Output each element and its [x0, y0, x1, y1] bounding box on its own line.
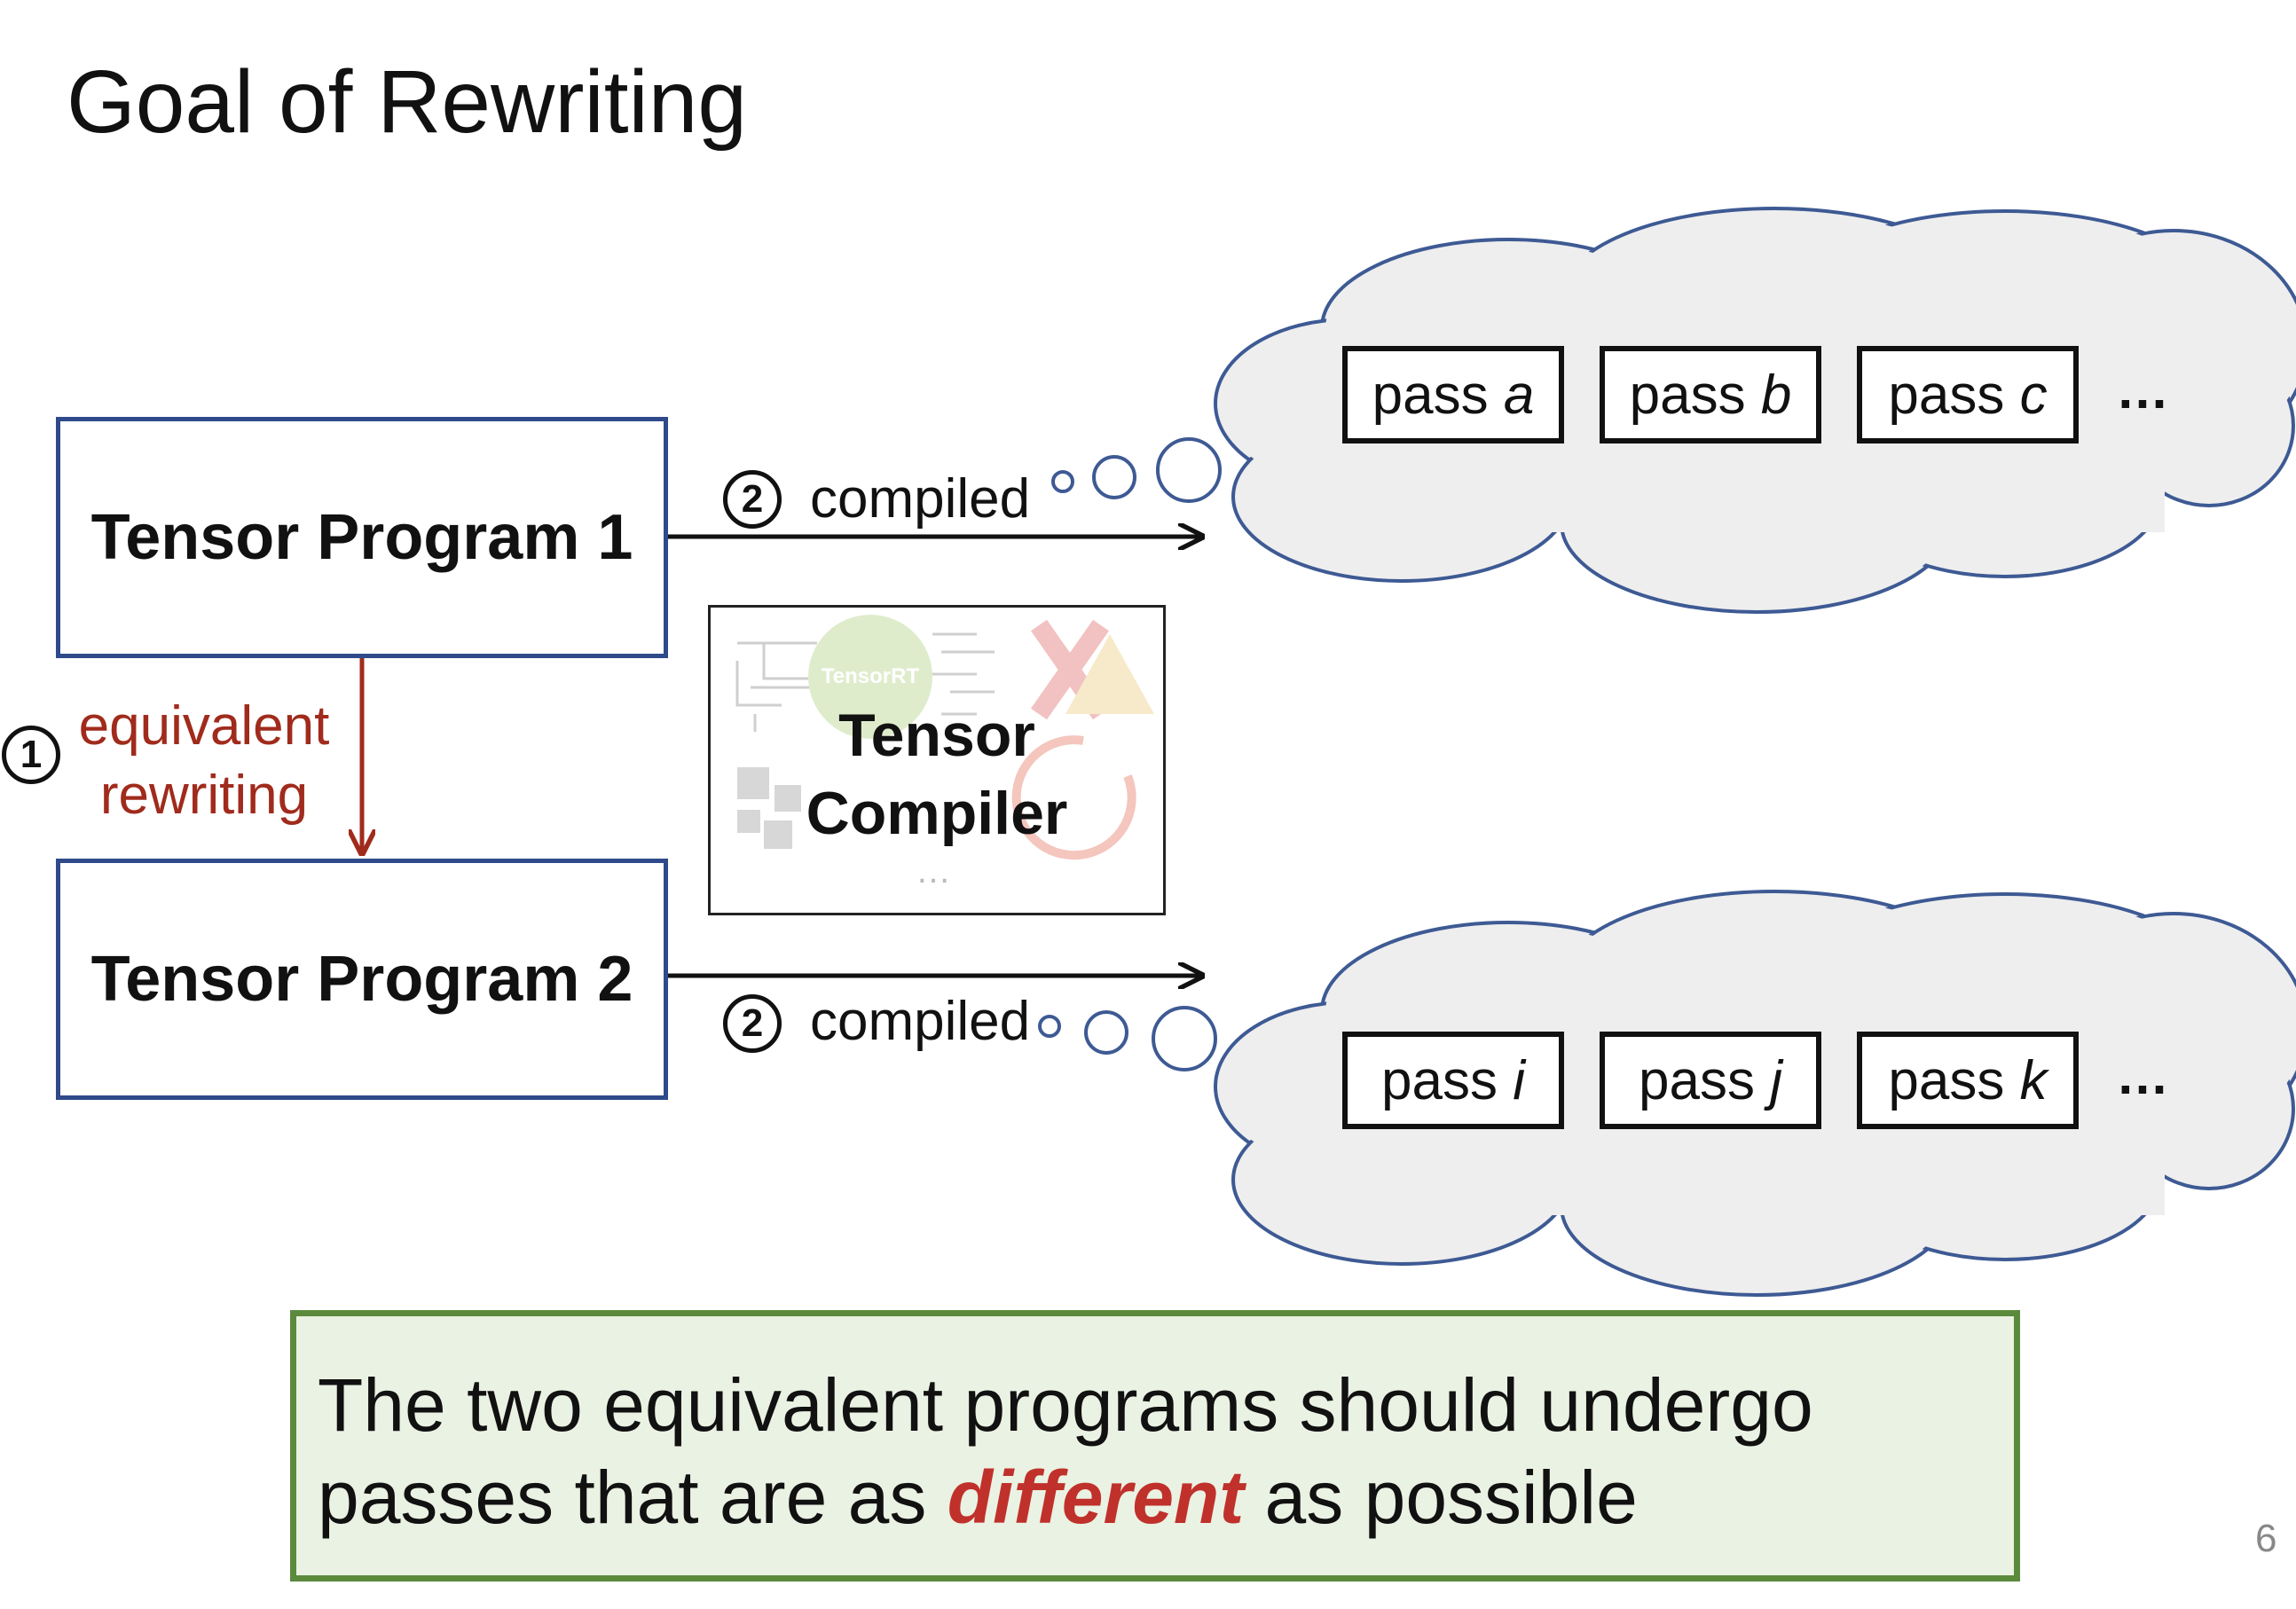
pass-name: b [1760, 364, 1792, 426]
pass-prefix: pass [1888, 1049, 2005, 1111]
thought-bubbles-bottom [1038, 1006, 1217, 1071]
pass-prefix: pass [1629, 364, 1746, 426]
pass-prefix: pass [1372, 364, 1489, 426]
rewriting-label-line1: equivalent [78, 695, 330, 757]
more-passes-bottom: … [2116, 1046, 2171, 1105]
note-line-2: passes that are as different as possible [318, 1451, 1996, 1543]
tensor-program-1-label: Tensor Program 1 [90, 502, 633, 573]
pytorch-logo-icon [1011, 735, 1136, 860]
circuit-lines-icon [735, 632, 995, 732]
tensorrt-logo-text: TensorRT [821, 664, 920, 688]
pass-prefix: pass [1888, 364, 2005, 426]
rewriting-label: equivalent rewriting [71, 692, 337, 830]
tensor-program-1-box: Tensor Program 1 [56, 417, 668, 658]
thought-bubbles-top [1051, 437, 1222, 503]
pass-box-a: pass a [1342, 346, 1564, 443]
step-1-badge: 1 [2, 726, 60, 784]
tensor-compiler-title: Tensor Compiler [806, 702, 1068, 847]
compiled-label-top: compiled [810, 468, 1031, 530]
page-number: 6 [2255, 1517, 2277, 1560]
xla-logo-icon [1030, 619, 1154, 720]
compiler-more-dots: … [916, 852, 958, 891]
tensor-program-2-label: Tensor Program 2 [90, 944, 633, 1015]
pass-box-b: pass b [1600, 346, 1821, 443]
pass-box-k: pass k [1857, 1032, 2079, 1129]
page-title: Goal of Rewriting [67, 52, 747, 152]
pass-name: c [2019, 364, 2048, 426]
pass-name: i [1513, 1049, 1525, 1111]
note-line-1: The two equivalent programs should under… [318, 1363, 1813, 1447]
pass-prefix: pass [1381, 1049, 1498, 1111]
pass-prefix: pass [1639, 1049, 1755, 1111]
tensorrt-logo: TensorRT [808, 615, 932, 739]
takeaway-note: The two equivalent programs should under… [290, 1310, 2020, 1582]
pass-box-c: pass c [1857, 346, 2079, 443]
compiled-label-bottom: compiled [810, 991, 1031, 1052]
pass-box-j: pass j [1600, 1032, 1821, 1129]
tvm-logo-icon [737, 767, 801, 849]
step-2-badge-bottom: 2 [723, 994, 782, 1053]
note-emphasis-different: different [947, 1456, 1245, 1539]
pass-name: j [1770, 1049, 1782, 1111]
note-line-2-end: as possible [1244, 1456, 1638, 1539]
tensor-program-2-box: Tensor Program 2 [56, 859, 668, 1100]
pass-name: k [2019, 1049, 2048, 1111]
note-line-2-start: passes that are as [318, 1456, 947, 1539]
tensor-compiler-box: TensorRT Tensor Compiler … [708, 605, 1166, 915]
pass-name: a [1503, 364, 1535, 426]
compiler-background-logos [735, 619, 1154, 860]
pass-box-i: pass i [1342, 1032, 1564, 1129]
rewriting-label-line2: rewriting [99, 765, 309, 826]
step-2-badge-top: 2 [723, 470, 782, 529]
more-passes-top: … [2116, 360, 2171, 420]
